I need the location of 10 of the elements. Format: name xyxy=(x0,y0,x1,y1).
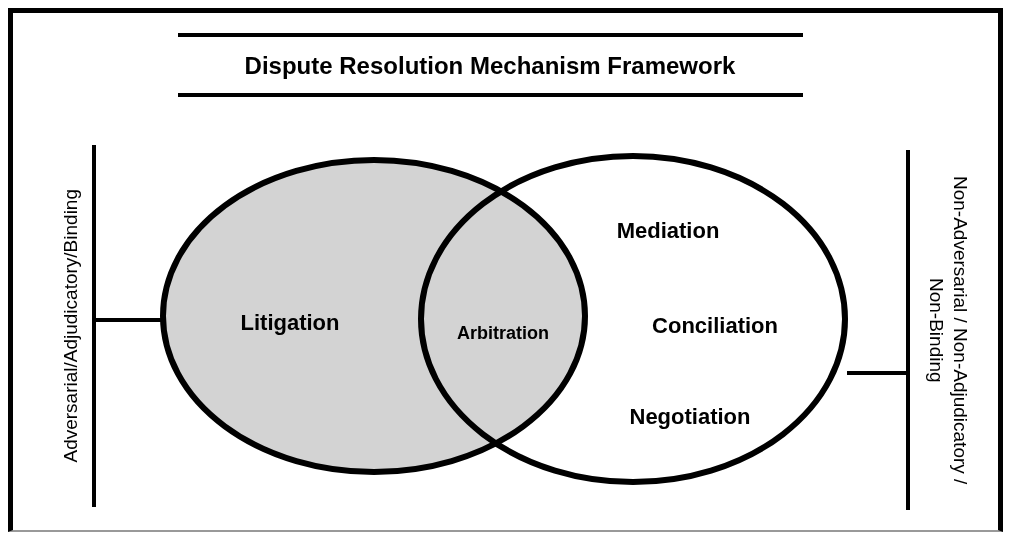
circle-label: Litigation xyxy=(240,310,340,336)
connector-line xyxy=(847,371,906,375)
overlap-label: Arbitration xyxy=(457,322,549,344)
title: Dispute Resolution Mechanism Framework xyxy=(244,52,736,80)
side-label: Adversarial/Adjudicatory/Binding xyxy=(50,145,96,507)
circle-label: Conciliation xyxy=(652,313,778,339)
side-label: Non-Adversarial / Non-Adjudicatory / Non-Binding xyxy=(906,150,986,510)
connector-line xyxy=(96,318,161,322)
circle-label: Mediation xyxy=(616,218,720,244)
circle-label: Negotiation xyxy=(629,404,751,430)
